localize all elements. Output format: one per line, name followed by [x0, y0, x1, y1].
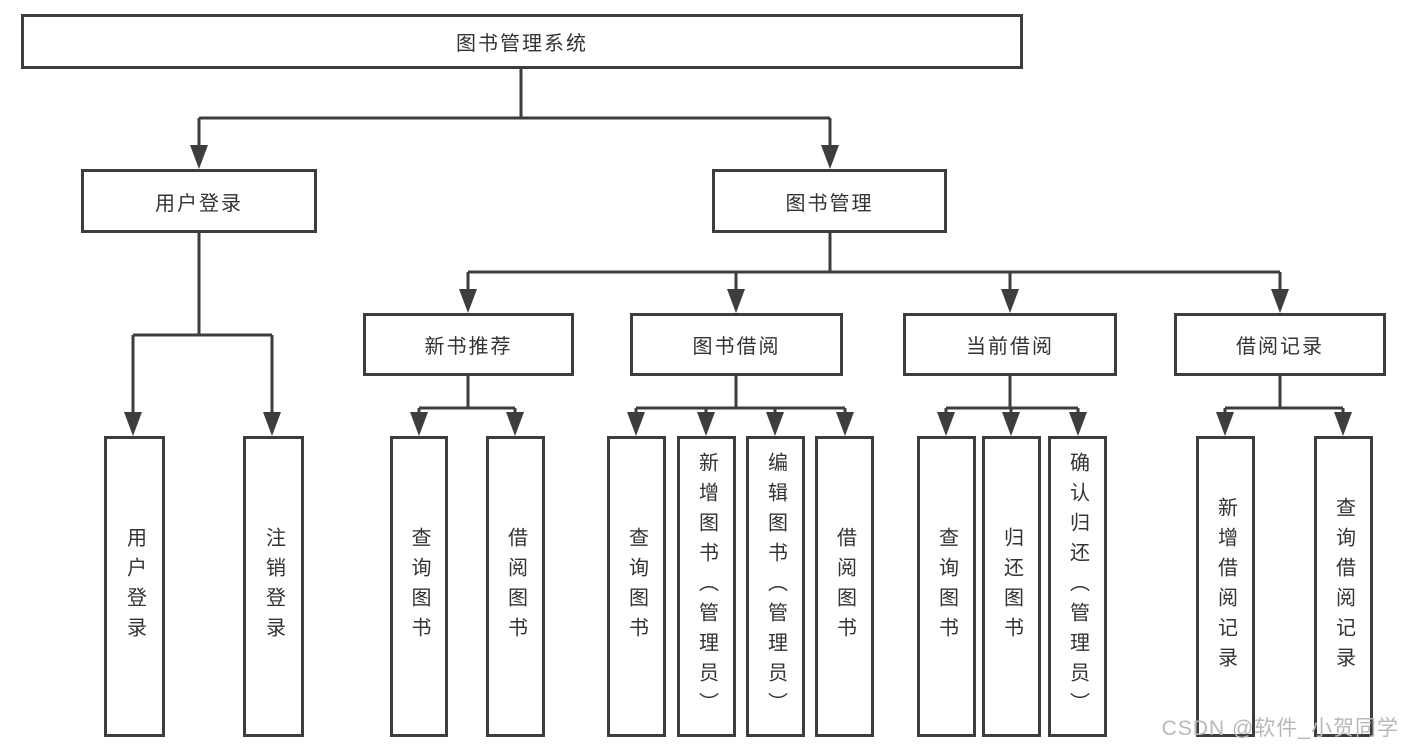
leaf-record-query-record: 查询借阅记录 [1314, 436, 1373, 737]
leaf-current-query-book: 查询图书 [917, 436, 976, 737]
node-user-login: 用户登录 [81, 169, 317, 233]
node-book-mgmt: 图书管理 [712, 169, 947, 233]
leaf-record-add-record: 新增借阅记录 [1196, 436, 1255, 737]
leaf-logout: 注销登录 [243, 436, 304, 737]
leaf-borrow-borrow-book: 借阅图书 [815, 436, 874, 737]
node-new-book-recommend: 新书推荐 [363, 313, 574, 376]
node-book-borrow: 图书借阅 [630, 313, 843, 376]
leaf-borrow-edit-book-admin: 编辑图书（管理员） [746, 436, 805, 737]
leaf-current-return-book: 归还图书 [982, 436, 1041, 737]
leaf-borrow-query-book: 查询图书 [607, 436, 666, 737]
node-root: 图书管理系统 [21, 14, 1023, 69]
node-borrow-record: 借阅记录 [1174, 313, 1386, 376]
leaf-current-confirm-return-admin: 确认归还（管理员） [1048, 436, 1107, 737]
leaf-newbook-borrow-book: 借阅图书 [486, 436, 545, 737]
node-current-borrow: 当前借阅 [903, 313, 1117, 376]
leaf-borrow-add-book-admin: 新增图书（管理员） [677, 436, 736, 737]
leaf-newbook-query-book: 查询图书 [390, 436, 448, 737]
watermark: CSDN @软件_小贺同学 [1161, 717, 1399, 740]
leaf-user-login: 用户登录 [104, 436, 165, 737]
